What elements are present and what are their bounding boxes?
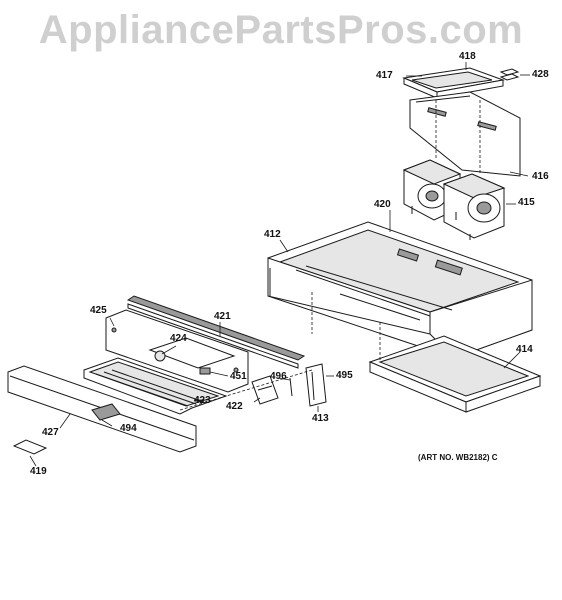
- label-422: 422: [226, 401, 243, 412]
- part-415-blowers: [402, 159, 506, 240]
- label-496: 496: [270, 371, 287, 382]
- leader-lines: [29, 62, 530, 467]
- label-413: 413: [312, 413, 329, 424]
- label-416: 416: [532, 171, 549, 182]
- label-415: 415: [518, 197, 535, 208]
- label-427: 427: [42, 427, 59, 438]
- label-451: 451: [230, 371, 247, 382]
- label-412: 412: [264, 229, 281, 240]
- art-number: (ART NO. WB2182) C: [418, 453, 498, 462]
- part-422-bracket: [251, 375, 279, 405]
- part-423-grille: [83, 357, 228, 415]
- part-412-main-cabinet: [267, 221, 533, 359]
- label-424: 424: [170, 333, 187, 344]
- part-416-back-panel: [409, 91, 521, 177]
- label-423: 423: [194, 395, 211, 406]
- part-424-451-components: [148, 337, 236, 375]
- assembly-guide-lines: [179, 100, 481, 411]
- part-421-rail: [126, 295, 306, 369]
- part-418-top-frame: [402, 67, 505, 99]
- label-418: 418: [459, 51, 476, 62]
- part-494-trim-detail: [91, 403, 121, 421]
- label-425: 425: [90, 305, 107, 316]
- part-419-handle: [12, 439, 48, 455]
- part-496-spring: [289, 377, 293, 397]
- label-420: 420: [374, 199, 391, 210]
- label-414: 414: [516, 344, 533, 355]
- watermark-text: AppliancePartsPros.com: [38, 8, 524, 52]
- part-413-495-side-bracket: [305, 363, 327, 407]
- part-428-clip: [499, 68, 520, 81]
- part-414-tray: [368, 335, 542, 413]
- label-428: 428: [532, 69, 549, 80]
- label-494: 494: [120, 423, 137, 434]
- label-421: 421: [214, 311, 231, 322]
- label-495: 495: [336, 370, 353, 381]
- label-417: 417: [376, 70, 393, 81]
- label-419: 419: [30, 466, 47, 477]
